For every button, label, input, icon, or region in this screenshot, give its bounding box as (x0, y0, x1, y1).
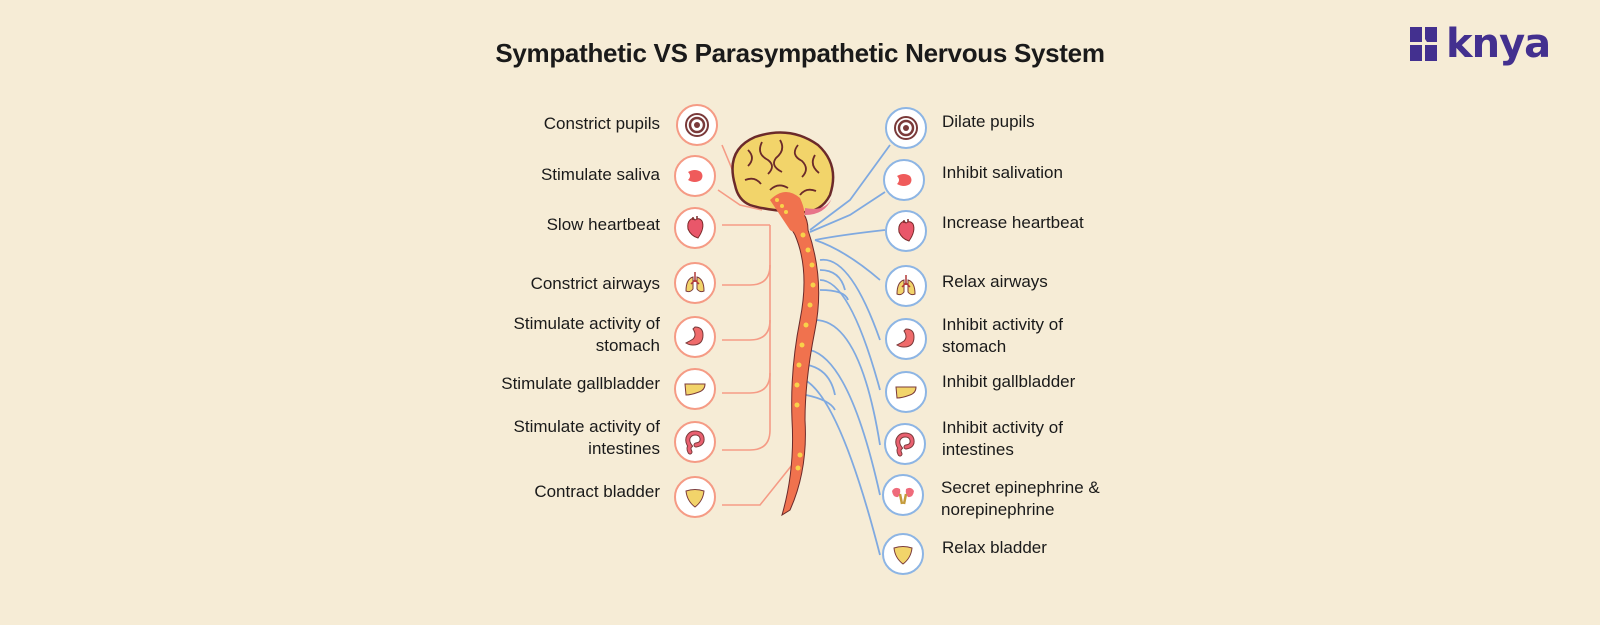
right-eye-icon (885, 107, 927, 149)
connector-left-6 (722, 372, 771, 394)
connector-right-7 (814, 319, 881, 446)
right-label-secrete-epinephrine: Secret epinephrine & norepinephrine (941, 478, 1100, 519)
right-label-inhibit-salivation: Inhibit salivation (942, 163, 1063, 182)
connector-left-trunk (722, 225, 771, 451)
right-lungs-icon (885, 265, 927, 307)
left-salivary-gland-icon (674, 155, 716, 197)
right-label-inhibit-intestines: Inhibit activity of intestines (942, 418, 1063, 459)
spinal-ganglia (794, 232, 816, 471)
left-label-stimulate-stomach: Stimulate activity of stomach (513, 314, 660, 355)
left-intestines-icon (674, 421, 716, 463)
connector-right-8 (809, 349, 881, 496)
right-label-inhibit-stomach: Inhibit activity of stomach (942, 315, 1063, 356)
left-label-constrict-pupils: Constrict pupils (543, 114, 660, 133)
connector-right-6 (819, 279, 881, 391)
right-label-relax-airways: Relax airways (942, 272, 1048, 291)
left-heart-icon (674, 207, 716, 249)
connector-right-2 (809, 191, 886, 233)
connector-right-4 (814, 239, 881, 281)
connector-left-5 (722, 319, 771, 341)
connector-right-5 (819, 258, 881, 341)
connector-left-4 (722, 264, 771, 286)
left-label-constrict-airways: Constrict airways (530, 274, 660, 293)
left-label-contract-bladder: Contract bladder (534, 482, 660, 501)
left-lungs-icon (674, 262, 716, 304)
connector-left-2 (717, 189, 763, 211)
right-label-increase-heartbeat: Increase heartbeat (942, 213, 1084, 232)
left-bladder-icon (674, 476, 716, 518)
left-gallbladder-icon (674, 368, 716, 410)
right-label-dilate-pupils: Dilate pupils (942, 112, 1035, 131)
knya-logo-icon (1410, 27, 1437, 61)
right-adrenal-kidney-icon (882, 474, 924, 516)
right-gallbladder-icon (885, 371, 927, 413)
connector-right-1 (809, 144, 891, 231)
right-heart-icon (885, 210, 927, 252)
left-label-stimulate-intestines: Stimulate activity of intestines (513, 417, 660, 458)
spinal-cord (781, 204, 820, 517)
left-eye-icon (676, 104, 718, 146)
diagram-title: Sympathetic VS Parasympathetic Nervous S… (495, 38, 1105, 68)
brain-icon (731, 131, 835, 232)
left-label-stimulate-saliva: Stimulate saliva (540, 165, 660, 184)
right-salivary-gland-icon (883, 159, 925, 201)
left-stomach-icon (674, 316, 716, 358)
left-label-stimulate-gallbladder: Stimulate gallbladder (501, 374, 660, 393)
connector-left-8 (722, 454, 801, 506)
brand-name: knya (1446, 21, 1551, 67)
connector-right-3 (814, 229, 886, 241)
left-label-slow-heartbeat: Slow heartbeat (546, 215, 660, 234)
right-label-relax-bladder: Relax bladder (942, 538, 1047, 557)
right-stomach-icon (885, 318, 927, 360)
right-connectors (804, 144, 891, 556)
connector-right-9 (804, 379, 881, 556)
right-label-inhibit-gallbladder: Inhibit gallbladder (942, 372, 1076, 391)
right-bladder-icon (882, 533, 924, 575)
brand-logo: knya (1410, 21, 1551, 67)
right-intestines-icon (884, 423, 926, 465)
